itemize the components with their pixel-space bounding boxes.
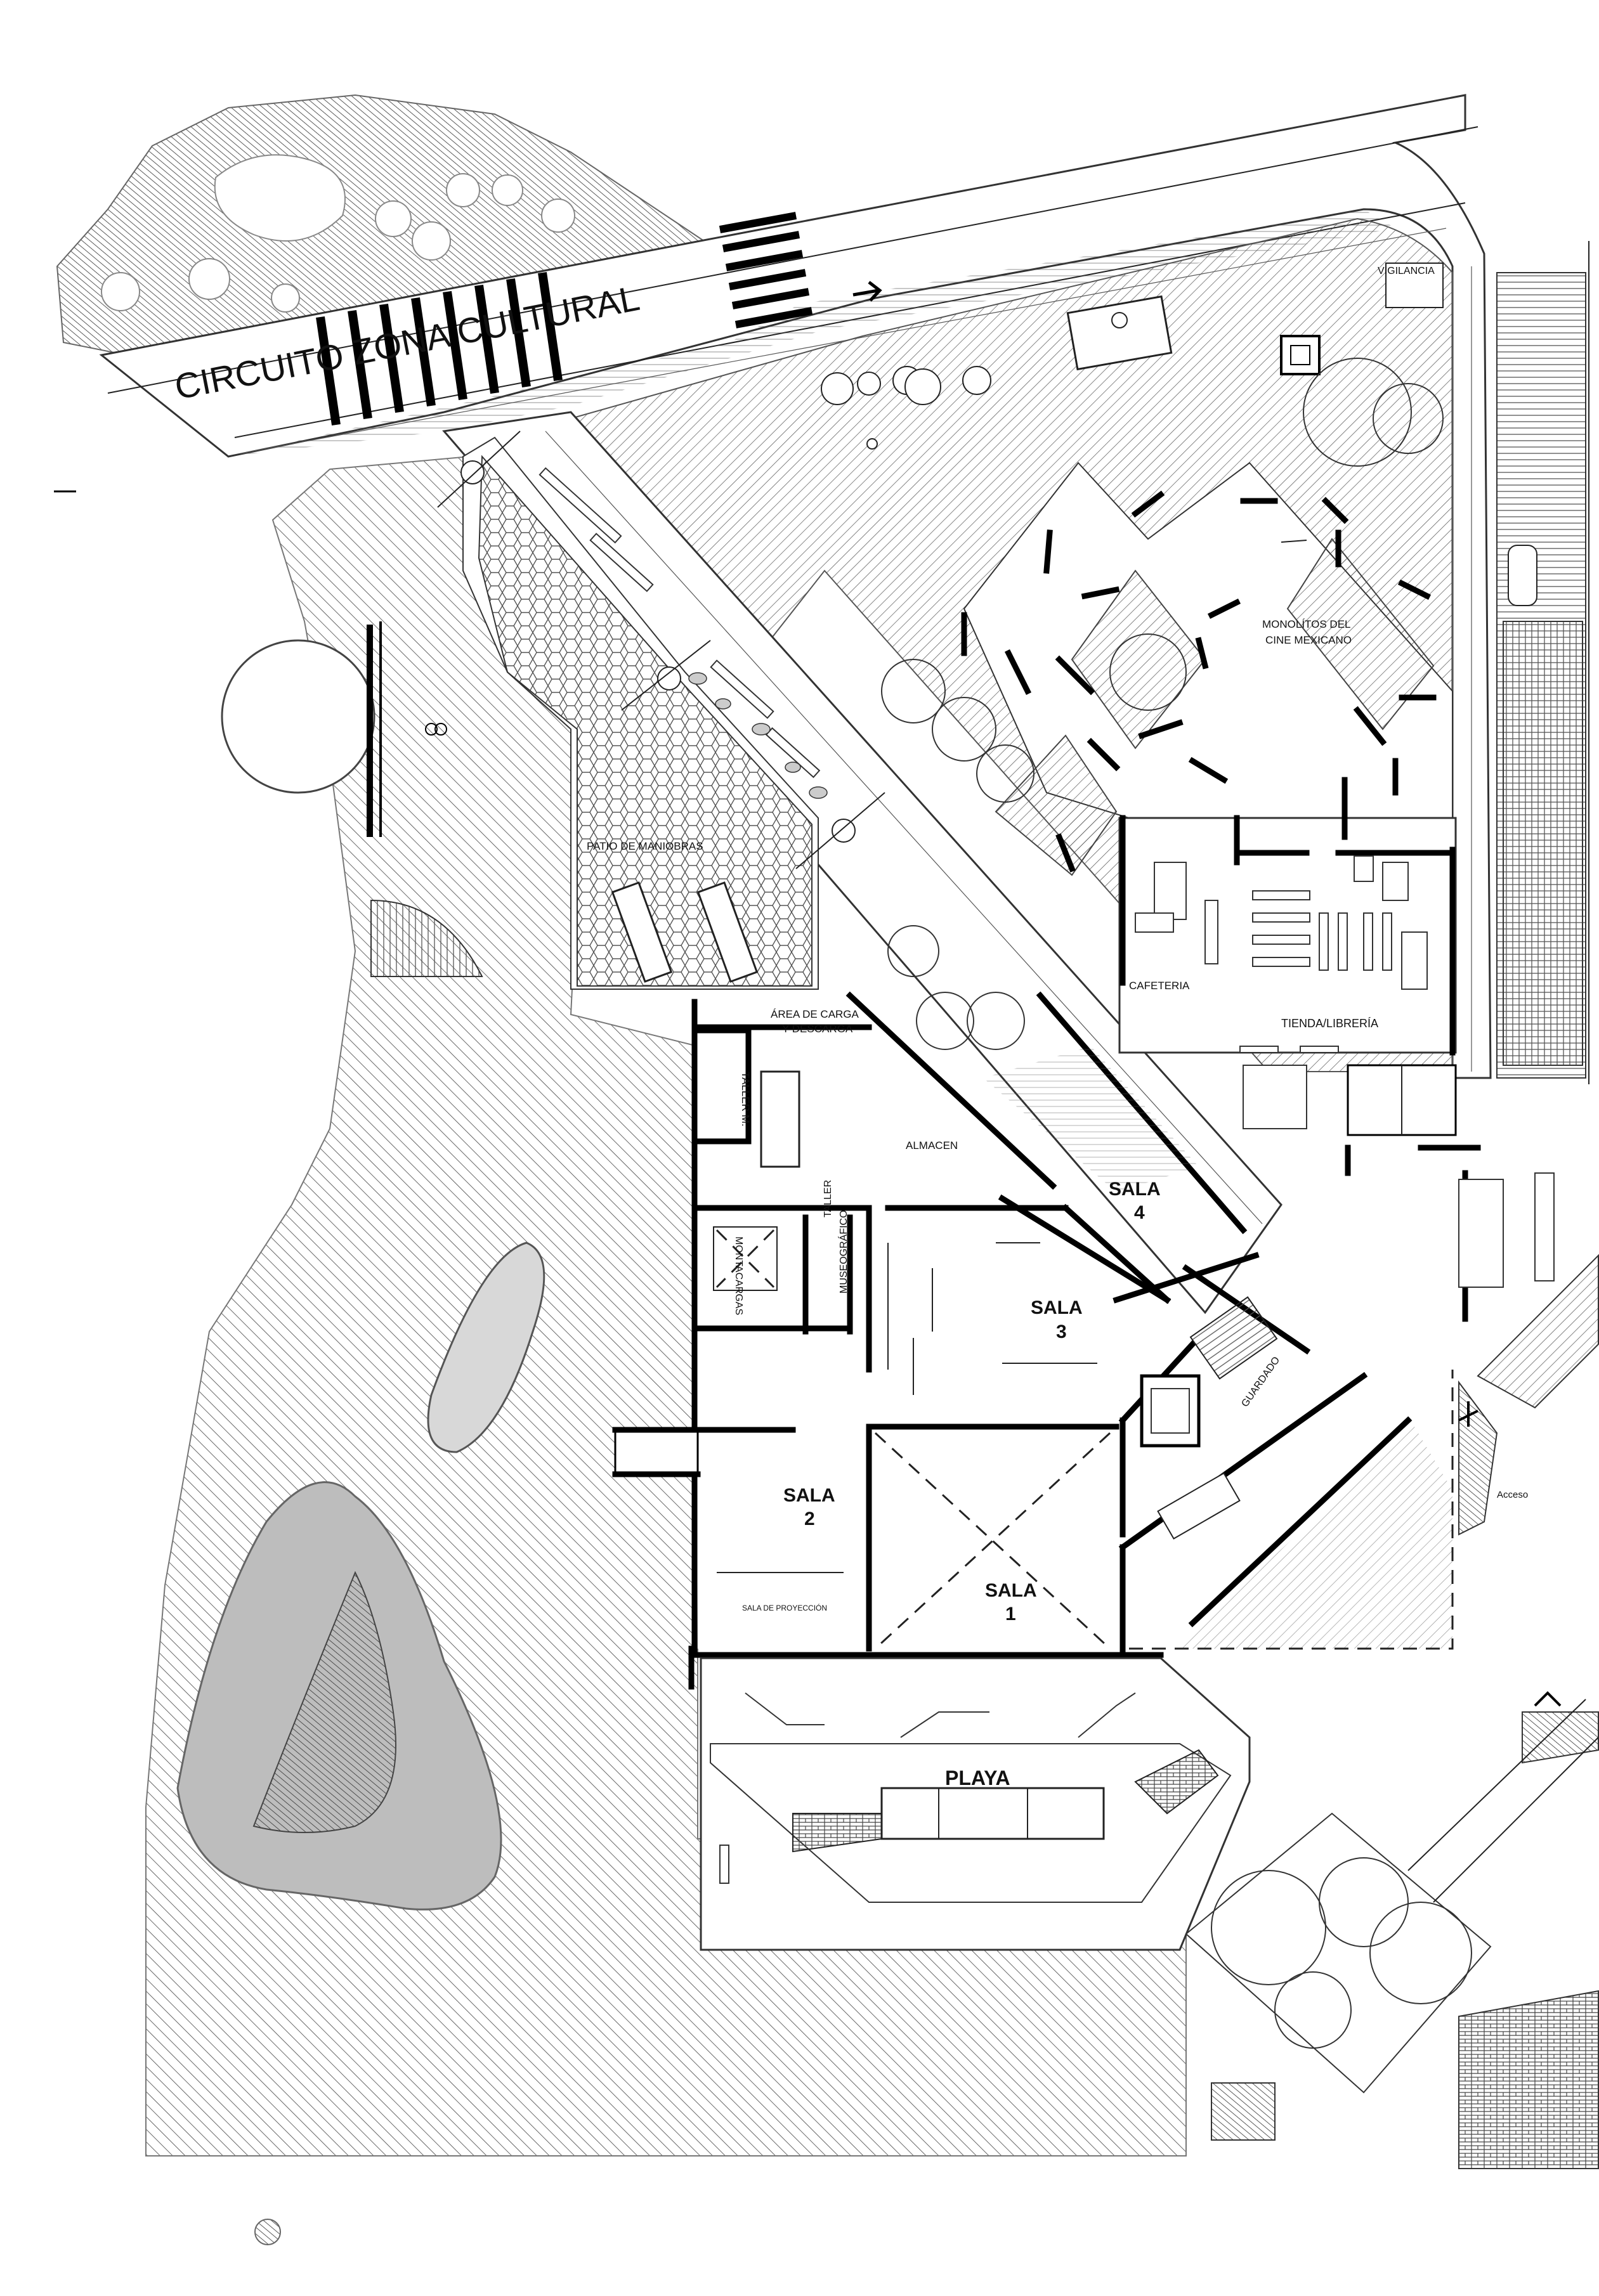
acceso-label: Acceso — [1497, 1489, 1528, 1500]
patio-de-maniobras: PATIO DE MANIOBRAS — [437, 431, 885, 990]
cafeteria-label: CAFETERIA — [1129, 980, 1190, 992]
sala4-label-2: 4 — [1134, 1202, 1145, 1223]
sala1-label-2: 1 — [1005, 1604, 1016, 1625]
taller-m-label: TALLER M. — [740, 1072, 752, 1127]
circular-plaza — [221, 639, 375, 794]
guardado-label: GUARDADO — [1239, 1355, 1282, 1409]
almacen-label: ALMACEN — [906, 1139, 958, 1151]
monolitos-label-2: CINE MEXICANO — [1265, 634, 1352, 646]
playa-parking: PLAYA — [700, 1657, 1251, 1951]
sala1-label-1: SALA — [985, 1580, 1037, 1601]
road-circuito — [99, 94, 1589, 1084]
monolitos-label-1: MONOLÍTOS DEL — [1262, 618, 1351, 630]
sala3-label-2: 3 — [1056, 1321, 1067, 1342]
sala4-label-1: SALA — [1109, 1179, 1161, 1200]
carga-label-2: Y DESCARGA — [782, 1023, 853, 1035]
playa-label: PLAYA — [945, 1767, 1010, 1789]
monolitos-area: MONOLÍTOS DEL CINE MEXICANO — [881, 358, 1453, 1050]
sala2-label-1: SALA — [783, 1485, 835, 1506]
cafeteria-tienda-block: CAFETERIA TIENDA/LIBRERÍA — [1118, 777, 1481, 1322]
sala-proyeccion-label: SALA DE PROYECCIÓN — [742, 1603, 827, 1612]
terrain-layer — [54, 94, 1187, 2245]
zebra-crossing-left — [316, 271, 563, 426]
direction-arrow-icon — [852, 281, 882, 302]
vigilancia-label: VIGILANCIA — [1378, 266, 1435, 276]
southeast-garden — [1185, 1699, 1599, 2169]
taller-museo-label-2: MUSEOGRÁFICO — [837, 1210, 849, 1294]
carga-label-1: ÁREA DE CARGA — [771, 1008, 859, 1020]
taller-museo-label-1: TALLER — [823, 1180, 833, 1217]
zebra-crossing-right — [719, 212, 813, 328]
tienda-label: TIENDA/LIBRERÍA — [1281, 1017, 1378, 1030]
sala2-label-2: 2 — [804, 1508, 815, 1529]
patio-label: PATIO DE MANIOBRAS — [587, 840, 703, 852]
sala3-label-1: SALA — [1031, 1297, 1083, 1318]
east-access: Acceso — [1458, 1172, 1599, 1764]
museum-building: ÁREA DE CARGA Y DESCARGA TALLER M. ALMAC… — [612, 991, 1454, 1690]
montacargas-label: MONTACARGAS — [733, 1236, 744, 1315]
